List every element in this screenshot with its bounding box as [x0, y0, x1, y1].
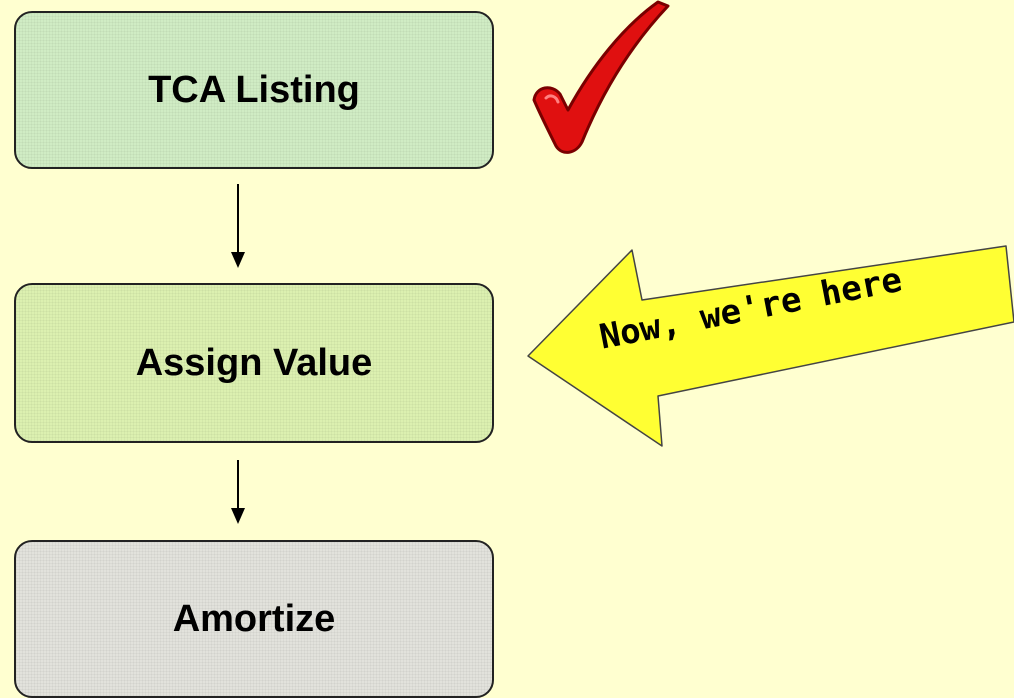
flow-arrow-down-icon: [231, 460, 245, 524]
step-box-tca-listing: TCA Listing: [14, 11, 494, 169]
step-box-assign-value: Assign Value: [14, 283, 494, 443]
checkmark-icon: [532, 0, 670, 154]
step-label-assign-value: Assign Value: [135, 341, 373, 384]
step-label-amortize: Amortize: [172, 597, 336, 640]
callout-arrow-left-icon: [527, 245, 1014, 447]
step-box-amortize: Amortize: [14, 540, 494, 698]
step-label-tca-listing: TCA Listing: [148, 68, 360, 111]
flow-arrow-down-icon: [231, 184, 245, 268]
